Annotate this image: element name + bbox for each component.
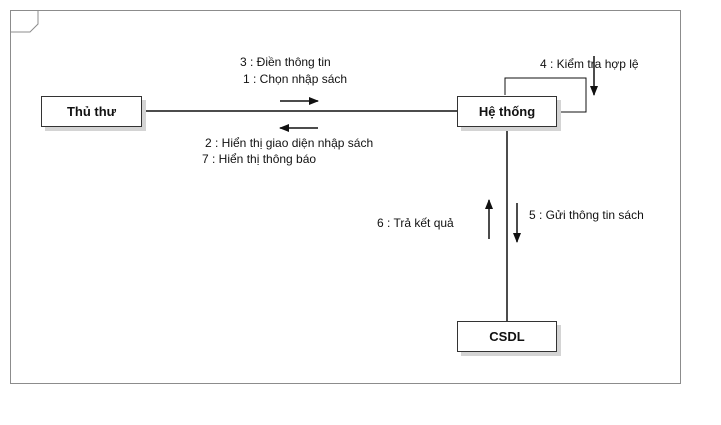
message-label-6: 6 : Trả kết quả (377, 216, 454, 230)
message-label-2: 2 : Hiển thị giao diện nhập sách (205, 136, 374, 150)
object-system[interactable]: Hệ thống (457, 96, 557, 127)
frame-corner-tab (10, 10, 39, 33)
message-label-1: 1 : Chọn nhập sách (243, 72, 348, 86)
message-label-4: 4 : Kiểm tra hợp lệ (540, 57, 639, 71)
message-label-5: 5 : Gửi thông tin sách (529, 208, 644, 222)
object-database[interactable]: CSDL (457, 321, 557, 352)
message-label-3: 3 : Điền thông tin (240, 55, 331, 69)
diagram-frame (10, 10, 681, 384)
object-librarian[interactable]: Thủ thư (41, 96, 142, 127)
message-label-7: 7 : Hiển thị thông báo (202, 152, 317, 166)
self-link-system (504, 77, 587, 113)
